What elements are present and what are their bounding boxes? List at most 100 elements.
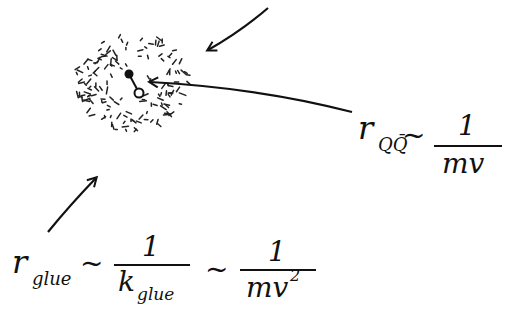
cloud-dash xyxy=(125,129,127,131)
tilde: ~ xyxy=(402,122,425,150)
cloud-dash xyxy=(132,119,134,121)
cloud-dash xyxy=(119,35,121,38)
cloud-dash xyxy=(151,120,153,122)
cloud-dash xyxy=(158,124,161,127)
cloud-dash xyxy=(90,99,93,103)
numerator: 1 xyxy=(458,112,476,140)
cloud-dash xyxy=(75,67,79,70)
antiquark-circle xyxy=(135,89,144,98)
cloud-dash xyxy=(76,72,77,74)
cloud-dash xyxy=(99,49,101,51)
cloud-dash xyxy=(105,65,108,69)
cloud-dash xyxy=(89,94,91,96)
cloud-dash xyxy=(162,84,165,89)
cloud-dash xyxy=(89,74,92,76)
cloud-dash xyxy=(160,93,162,95)
cloud-dash xyxy=(161,59,163,61)
cloud-dash xyxy=(112,58,117,61)
cloud-dash xyxy=(84,98,90,101)
cloud-dash xyxy=(146,112,148,114)
cloud-dash xyxy=(87,108,90,113)
cloud-dash xyxy=(111,74,113,77)
cloud-dash xyxy=(106,81,108,84)
cloud-dash xyxy=(121,39,123,42)
cloud-dash xyxy=(168,92,172,94)
cloud-dash xyxy=(94,62,97,64)
cloud-dash xyxy=(158,98,164,100)
cloud-dash xyxy=(134,128,137,131)
tilde: ~ xyxy=(80,250,103,278)
cloud-dash xyxy=(113,50,116,55)
cloud-dash xyxy=(78,79,82,82)
cloud-dash xyxy=(120,68,122,69)
symbol: r xyxy=(12,246,27,278)
fraction-bar xyxy=(434,145,502,147)
cloud-dash xyxy=(117,113,121,118)
cloud-dash xyxy=(88,95,90,96)
cloud-dash xyxy=(157,37,162,41)
cloud-dash xyxy=(169,92,173,94)
cloud-dash xyxy=(99,59,101,60)
cloud-dash xyxy=(102,42,105,44)
quark-dot xyxy=(125,70,134,79)
cloud-dash xyxy=(89,86,91,87)
cloud-dash xyxy=(139,115,143,119)
cloud-dash xyxy=(140,38,142,40)
cloud-dash xyxy=(87,67,89,70)
cloud-dash xyxy=(159,94,160,96)
cloud-dash xyxy=(94,73,97,76)
cloud-dash xyxy=(179,93,186,96)
numerator: 1 xyxy=(268,238,286,266)
cloud-dash xyxy=(84,59,88,64)
cloud-dash xyxy=(126,112,131,114)
cloud-dash xyxy=(110,97,113,100)
leader-arrow xyxy=(208,8,268,50)
cloud-dash xyxy=(81,94,85,96)
superscript: 2 xyxy=(290,268,300,284)
denominator: mv xyxy=(442,150,484,178)
cloud-dash xyxy=(187,74,190,76)
cloud-dash xyxy=(127,42,128,45)
cloud-dash xyxy=(150,79,151,81)
cloud-dash xyxy=(137,121,142,123)
cloud-dash xyxy=(179,59,182,64)
cloud-dash xyxy=(122,125,128,127)
cloud-dash xyxy=(106,87,107,94)
cloud-dash xyxy=(167,69,170,75)
cloud-dash xyxy=(78,96,82,97)
cloud-dash xyxy=(89,115,95,116)
tilde: ~ xyxy=(205,256,228,284)
cloud-dash xyxy=(112,125,114,130)
cloud-dash xyxy=(107,109,109,111)
cloud-dash xyxy=(153,104,157,105)
cloud-dash xyxy=(111,122,113,126)
cloud-dash xyxy=(95,68,99,72)
cloud-dash xyxy=(114,102,119,105)
cloud-dash xyxy=(178,71,180,74)
cloud-dash xyxy=(165,91,167,96)
cloud-dash xyxy=(147,55,149,59)
cloud-dash xyxy=(142,99,144,101)
cloud-dash xyxy=(84,100,90,102)
cloud-dash xyxy=(110,115,112,117)
cloud-dash xyxy=(175,71,177,73)
cloud-dash xyxy=(144,119,148,121)
cloud-dash xyxy=(124,115,127,117)
cloud-dash xyxy=(103,101,106,103)
cloud-dash xyxy=(169,53,172,56)
cloud-dash xyxy=(123,121,125,123)
cloud-dash xyxy=(161,106,167,110)
cloud-dash xyxy=(161,39,163,43)
cloud-dash xyxy=(100,87,103,91)
denominator: k xyxy=(118,268,135,296)
cloud-dash xyxy=(173,49,177,51)
cloud-dash xyxy=(125,48,127,50)
cloud-dash xyxy=(140,100,147,102)
fraction-bar xyxy=(240,269,316,271)
cloud-dash xyxy=(158,41,160,46)
cloud-dash xyxy=(155,40,157,45)
cloud-dash xyxy=(98,57,102,59)
cloud-dash xyxy=(84,92,90,94)
cloud-dash xyxy=(149,43,154,45)
cloud-dash xyxy=(145,47,147,48)
